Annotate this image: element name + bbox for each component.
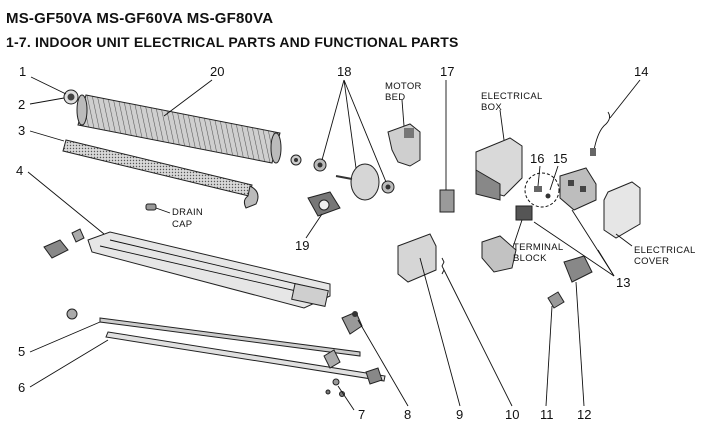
callout-7: 7: [358, 407, 365, 422]
callout-5: 5: [18, 344, 25, 359]
callout-3: 3: [18, 123, 25, 138]
vane-parts: [66, 308, 386, 382]
motor-bed-part: [387, 123, 421, 167]
drain-cap-label-line1: DRAIN: [172, 207, 203, 218]
indoor-controller-board-part: [439, 189, 455, 213]
callout-16: 16: [530, 151, 544, 166]
line-flow-fan-part: [76, 94, 302, 166]
callout-17: 17: [440, 64, 454, 79]
callout-8: 8: [404, 407, 411, 422]
leader-lines: [27, 76, 641, 411]
callout-9: 9: [456, 407, 463, 422]
part-name-labels: DRAIN CAP MOTOR BED ELECTRICAL BOX TERMI…: [172, 81, 696, 267]
motor-bed-label-line1: MOTOR: [385, 81, 422, 92]
connecting-lead-part: [590, 111, 611, 156]
callout-18: 18: [337, 64, 351, 79]
electrical-cover-part: [603, 181, 641, 239]
electrical-box-part: [475, 137, 523, 201]
bearing-mount-part: [63, 89, 79, 105]
callout-6: 6: [18, 380, 25, 395]
vane-motor-parts: [323, 311, 383, 397]
callout-2: 2: [18, 97, 25, 112]
terminal-block-part: [515, 205, 533, 221]
callout-15: 15: [553, 151, 567, 166]
terminal-block-label-line1: TERMINAL: [513, 242, 563, 253]
fan-motor-part: [307, 158, 395, 217]
callout-4: 4: [16, 163, 23, 178]
thermistor-parts: [524, 172, 560, 208]
callout-13: 13: [616, 275, 630, 290]
callout-20: 20: [210, 64, 224, 79]
electrical-box-label-line2: BOX: [481, 102, 502, 113]
electrical-cover-label-line2: COVER: [634, 256, 669, 267]
callout-1: 1: [19, 64, 26, 79]
bracket-parts: [397, 233, 593, 309]
terminal-block-label-line2: BLOCK: [513, 253, 547, 264]
callout-10: 10: [505, 407, 519, 422]
callout-12: 12: [577, 407, 591, 422]
electrical-box-label-line1: ELECTRICAL: [481, 91, 543, 102]
callout-14: 14: [634, 64, 648, 79]
section-title: 1-7. INDOOR UNIT ELECTRICAL PARTS AND FU…: [6, 34, 459, 50]
pc-board-part: [559, 167, 597, 211]
model-numbers-heading: MS-GF50VA MS-GF60VA MS-GF80VA: [6, 10, 274, 27]
drain-cap-label-line2: CAP: [172, 219, 192, 230]
callout-numbers: 1 2 3 4 5 6 7 8 9 10 11 12 13 14 15 16 1…: [16, 64, 648, 422]
insulation-pipe-part: [62, 139, 259, 209]
callout-11: 11: [540, 407, 554, 422]
electrical-cover-label-line1: ELECTRICAL: [634, 245, 696, 256]
nozzle-assembly-part: [43, 228, 331, 309]
callout-19: 19: [295, 238, 309, 253]
drain-cap-part: [145, 203, 157, 211]
motor-bed-label-line2: BED: [385, 92, 405, 103]
